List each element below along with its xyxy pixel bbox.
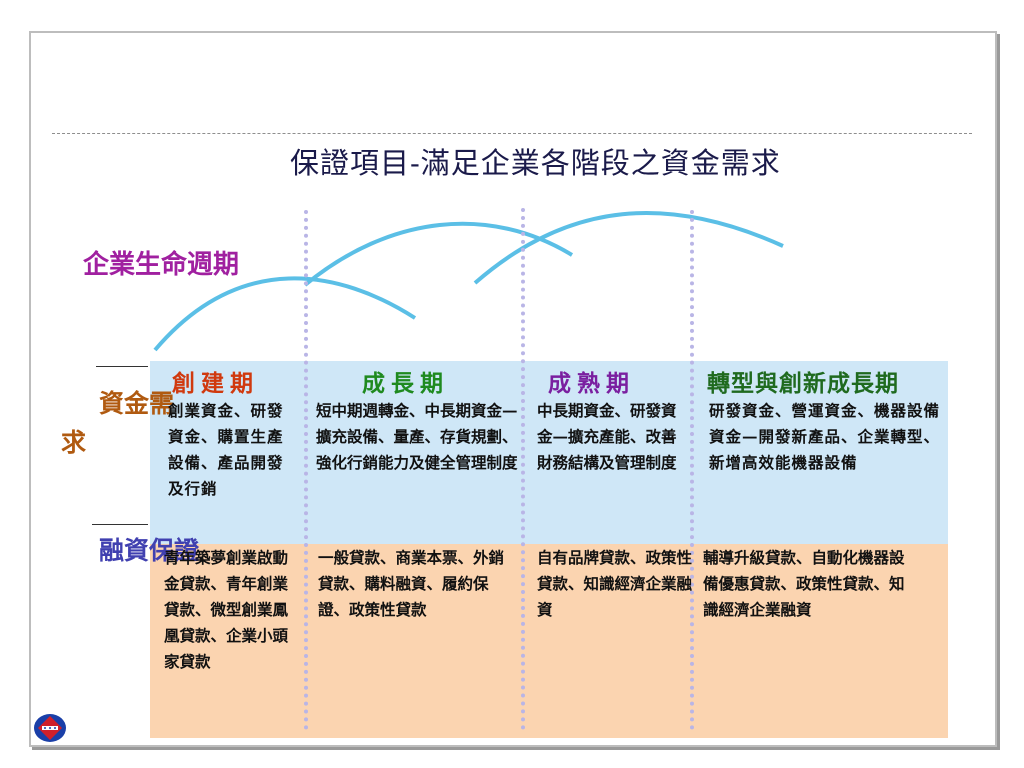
- label-rule-2: [92, 524, 148, 525]
- life-cycle-label: 企業生命週期: [83, 250, 240, 280]
- lifecycle-curve-3: [473, 211, 784, 285]
- stage-name-transformation: 轉型與創新成長期: [707, 370, 899, 397]
- stage-divider-3: [690, 210, 694, 730]
- guarantee-band: [150, 544, 948, 738]
- stage-divider-1: [304, 210, 308, 730]
- slide-frame: [29, 31, 997, 747]
- stage-name-maturity: 成熟期: [548, 370, 635, 397]
- demand-text-maturity: 中長期資金、研發資金—擴充產能、改善財務結構及管理制度: [537, 401, 677, 472]
- demand-band: [150, 361, 948, 544]
- header-divider: [52, 133, 972, 134]
- stage-divider-2: [521, 208, 525, 730]
- guarantee-text-transformation: 輔導升級貸款、自動化機器設備優惠貸款、政策性貸款、知識經濟企業融資: [703, 548, 905, 619]
- stage-name-growth: 成長期: [362, 370, 449, 397]
- guarantee-text-growth: 一般貸款、商業本票、外銷貸款、購料融資、履約保證、政策性貸款: [318, 548, 505, 619]
- guarantee-text-maturity: 自有品牌貸款、政策性貸款、知識經濟企業融資: [537, 548, 693, 619]
- stage-name-startup: 創建期: [172, 370, 259, 397]
- lifecycle-curve-2: [303, 221, 574, 287]
- lifecycle-curve-1: [153, 276, 417, 352]
- demand-text-transformation: 研發資金、營運資金、機器設備資金—開發新產品、企業轉型、新增高效能機器設備: [709, 401, 941, 472]
- organization-logo-icon: [34, 714, 66, 742]
- demand-text-startup: 創業資金、研發資金、購置生產設備、產品開發及行銷: [168, 401, 284, 498]
- fund-demand-label-char: 求: [61, 428, 87, 457]
- guarantee-text-startup: 青年築夢創業啟動金貸款、青年創業貸款、微型創業鳳凰貸款、企業小頭家貸款: [164, 548, 289, 671]
- guarantee-label: 融資保證: [99, 536, 200, 565]
- slide-title: 保證項目-滿足企業各階段之資金需求: [290, 146, 781, 180]
- demand-text-growth: 短中期週轉金、中長期資金—擴充設備、量產、存貨規劃、強化行銷能力及健全管理制度: [316, 401, 518, 472]
- label-rule-1: [96, 366, 148, 367]
- fund-demand-label: 資金需: [99, 389, 175, 418]
